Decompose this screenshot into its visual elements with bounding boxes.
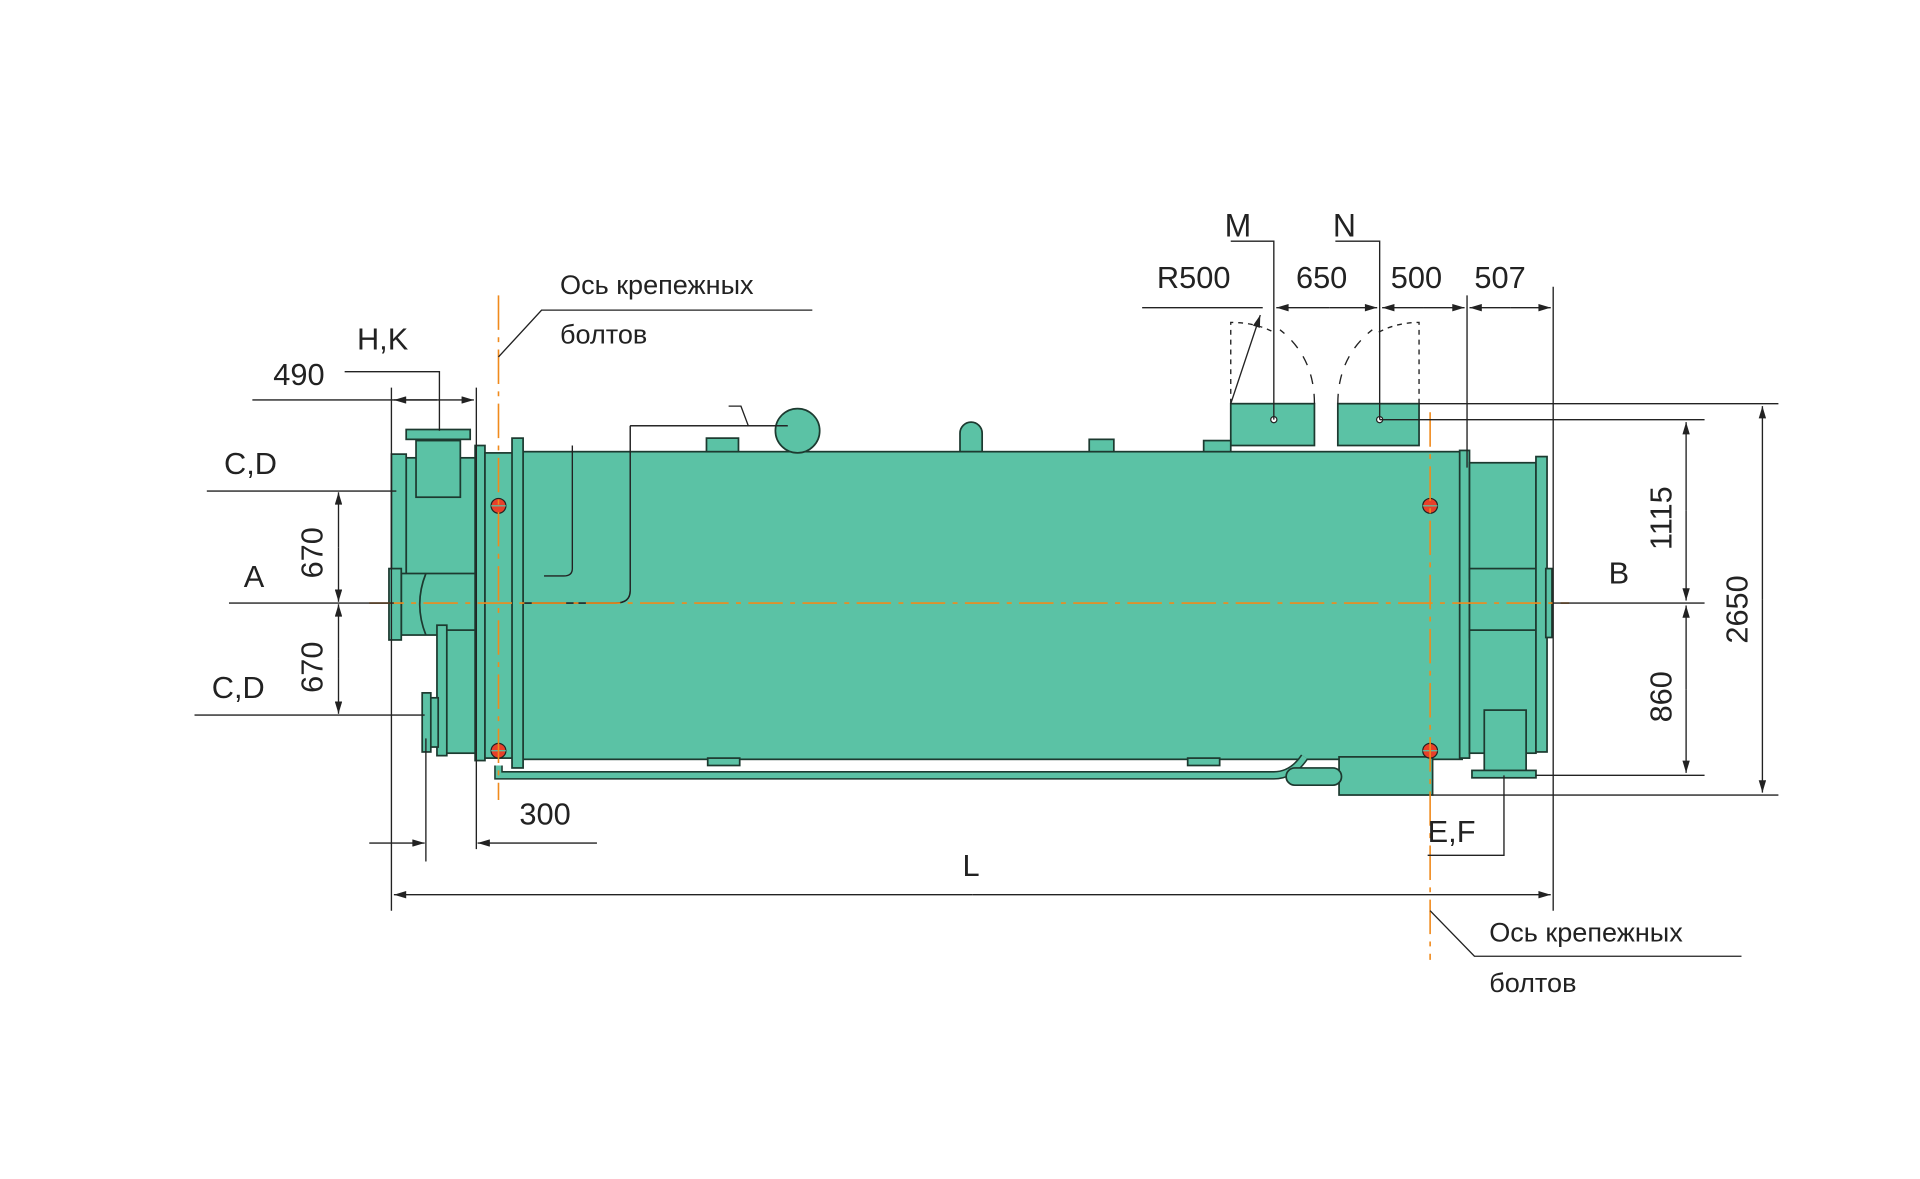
- dim-650: 650: [1296, 260, 1347, 295]
- r500-arc-n: [1337, 329, 1373, 404]
- axis-lines: [369, 295, 1570, 960]
- dim-507: 507: [1474, 260, 1525, 295]
- dimension-lines: [194, 240, 1779, 957]
- bolt-axis-label-left-1: Ось крепежных: [560, 269, 754, 300]
- dim-670-bottom: 670: [295, 642, 330, 693]
- cd-top-label: C,D: [224, 446, 277, 481]
- left-dish: [418, 573, 427, 636]
- dim-500: 500: [1391, 260, 1442, 295]
- bottom-piping: [494, 754, 1434, 796]
- right-water-box: [1468, 455, 1553, 779]
- n-label: N: [1333, 207, 1356, 243]
- m-box: [1229, 402, 1316, 447]
- top-valve-right: [1202, 439, 1232, 453]
- a-label: A: [244, 559, 265, 594]
- top-fitting-mid: [1088, 438, 1115, 453]
- n-box: [1336, 402, 1420, 447]
- safety-valve: [774, 407, 821, 454]
- bottom-support-1: [706, 757, 741, 767]
- bolt-markers: [490, 497, 1439, 759]
- ef-nozzle: [1483, 709, 1527, 773]
- bottom-box: [1338, 756, 1434, 796]
- hk-nozzle: [415, 439, 462, 499]
- dim-r500: R500: [1157, 260, 1231, 295]
- dim-670-top: 670: [295, 527, 330, 578]
- right-tube-sheet: [1458, 449, 1471, 759]
- m-label: M: [1225, 207, 1252, 243]
- b-label: B: [1609, 555, 1630, 590]
- top-valve-left: [705, 437, 740, 453]
- bolt-axis-label-right-2: болтов: [1489, 967, 1576, 998]
- bolt-axis-label-right-1: Ось крепежных: [1489, 916, 1683, 947]
- top-fittings: [523, 321, 1420, 604]
- valve-lever: [728, 405, 749, 427]
- hk-nozzle-flange: [405, 428, 472, 441]
- dim-1115: 1115: [1643, 486, 1678, 550]
- dim-2650: 2650: [1720, 575, 1755, 643]
- dim-860: 860: [1643, 671, 1678, 722]
- bottom-support-2: [1186, 757, 1221, 767]
- left-upper-flange: [390, 453, 408, 583]
- bottom-bend: [1285, 767, 1343, 787]
- dim-490: 490: [273, 357, 324, 392]
- l-label: L: [962, 848, 979, 883]
- vent-pipe: [544, 445, 574, 577]
- left-lower-head: [444, 629, 476, 755]
- bolt-axis-label-left-2: болтов: [560, 318, 647, 349]
- top-dome: [959, 421, 984, 453]
- left-water-box: [388, 428, 476, 757]
- hk-label: H,K: [357, 322, 409, 357]
- labels: Ось крепежных болтов Ось крепежных болто…: [212, 207, 1755, 998]
- r500-arc-m: [1230, 321, 1275, 404]
- right-upper-head: [1468, 461, 1537, 580]
- cd-bottom-label: C,D: [212, 670, 265, 705]
- bolt-icon: [490, 497, 507, 514]
- left-lower-flange: [436, 624, 448, 757]
- ef-label: E,F: [1428, 814, 1476, 849]
- dim-300: 300: [519, 797, 570, 832]
- main-shell: [516, 450, 1463, 761]
